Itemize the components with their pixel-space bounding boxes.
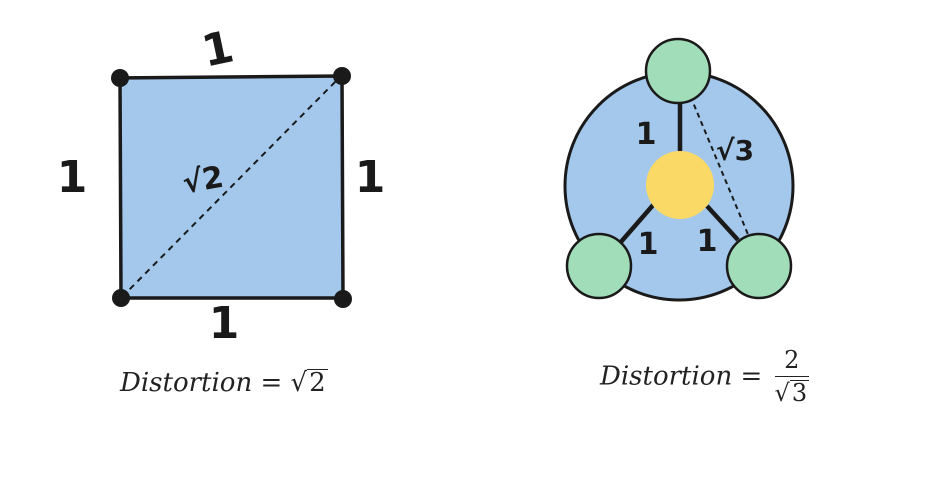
right-equation-equals: = bbox=[740, 361, 763, 392]
square-figure: 1 1 1 1 √2 bbox=[57, 21, 386, 349]
left-equation-sqrt: √2 bbox=[290, 368, 328, 398]
star-leaf-left bbox=[565, 232, 633, 300]
star-spoke-label-up: 1 bbox=[636, 117, 657, 152]
square-vertex-bottom-right bbox=[334, 290, 352, 308]
left-equation-equals: = bbox=[260, 368, 283, 398]
square-edge-label-right: 1 bbox=[355, 152, 386, 203]
left-equation: Distortion = √2 bbox=[120, 368, 328, 398]
left-equation-radicand: 2 bbox=[307, 368, 328, 398]
square-diagonal-label: √2 bbox=[180, 160, 226, 202]
star-center-node bbox=[646, 151, 714, 219]
right-equation-denominator-radicand: 3 bbox=[789, 379, 810, 407]
star-spoke-down-left bbox=[618, 202, 656, 245]
right-equation-numerator: 2 bbox=[774, 346, 810, 377]
square-vertex-bottom-left bbox=[112, 289, 130, 307]
star-spoke-down-right bbox=[705, 204, 740, 242]
right-equation-fraction: 2 √3 bbox=[774, 346, 810, 407]
square-vertex-top-left bbox=[111, 69, 129, 87]
left-equation-lhs: Distortion bbox=[120, 368, 253, 398]
square-vertex-top-right bbox=[333, 67, 351, 85]
star-chord-dashed bbox=[686, 87, 753, 245]
star-leaf-top bbox=[644, 37, 712, 105]
star-figure: 1 1 1 √3 bbox=[563, 37, 795, 302]
star-spoke-label-down-right: 1 bbox=[697, 224, 718, 259]
square-diagonal-dashed bbox=[121, 76, 341, 298]
square-edge-label-left: 1 bbox=[57, 152, 88, 203]
square-edge-label-bottom: 1 bbox=[209, 298, 240, 349]
right-equation-denominator: √3 bbox=[774, 379, 810, 407]
square-edge-label-top: 1 bbox=[198, 21, 239, 77]
star-leaf-right bbox=[725, 232, 793, 300]
star-spoke-label-down-left: 1 bbox=[638, 227, 659, 262]
star-chord-label: √3 bbox=[716, 134, 754, 167]
right-equation: Distortion = 2 √3 bbox=[600, 346, 810, 407]
right-equation-lhs: Distortion bbox=[600, 361, 733, 392]
